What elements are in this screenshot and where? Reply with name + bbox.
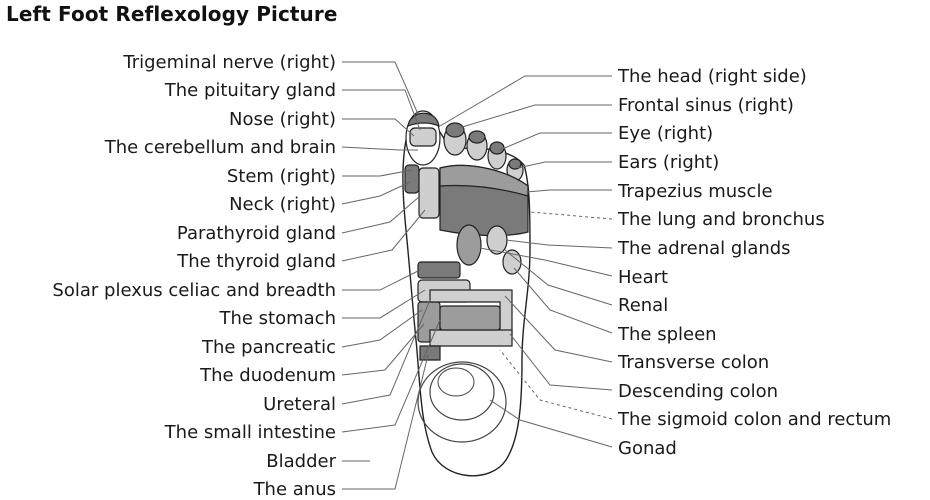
second-toe-tip	[445, 122, 465, 138]
leader-frontal-sinus	[458, 104, 612, 129]
bladder-zone	[419, 345, 441, 361]
label-descending-colon: Descending colon	[618, 381, 778, 402]
label-solar-plexus: Solar plexus celiac and breadth	[52, 280, 336, 301]
fifth-toe-tip	[508, 158, 522, 170]
label-nose: Nose (right)	[229, 109, 336, 130]
label-trapezius: Trapezius muscle	[617, 181, 773, 202]
neck-zone	[404, 164, 420, 194]
leader-parathyroid	[341, 195, 421, 234]
label-stomach: The stomach	[218, 308, 336, 329]
leader-head-right-side	[439, 75, 612, 127]
label-cerebellum-brain: The cerebellum and brain	[104, 137, 336, 158]
label-stem: Stem (right)	[227, 166, 336, 187]
leader-neck	[341, 181, 411, 205]
leader-sigmoid-colon	[499, 349, 613, 420]
small-intestine-zone	[439, 305, 501, 331]
big-toe-middle-zone	[409, 127, 437, 147]
label-heart: Heart	[618, 267, 668, 288]
fourth-toe-tip	[489, 141, 505, 155]
leader-anus	[342, 354, 429, 490]
heel-center	[437, 367, 475, 397]
label-gonad: Gonad	[618, 438, 677, 459]
left-leader-lines	[341, 61, 441, 490]
label-parathyroid: Parathyroid gland	[177, 223, 336, 244]
label-pituitary-gland: The pituitary gland	[164, 80, 336, 101]
leader-cerebellum-brain	[341, 146, 418, 151]
solar-plexus-zone	[417, 261, 461, 279]
leader-renal	[504, 249, 613, 306]
leader-solar-plexus	[342, 269, 421, 291]
leader-stomach	[342, 289, 426, 319]
right-leader-lines	[439, 75, 613, 448]
leader-heart	[479, 247, 613, 277]
leader-ears	[517, 161, 612, 169]
thyroid-zone	[418, 167, 440, 219]
label-eye: Eye (right)	[618, 123, 713, 144]
descending-colon-zone	[429, 329, 513, 347]
heel-outer-ring	[417, 361, 507, 443]
label-bladder: Bladder	[266, 451, 336, 472]
leader-nose	[342, 118, 415, 137]
leader-trapezius	[525, 189, 612, 193]
left-labels: Trigeminal nerve (right) The pituitary g…	[52, 52, 336, 500]
spleen-zone	[502, 249, 522, 275]
third-toe-tip	[468, 130, 486, 144]
heart-zone	[456, 224, 482, 266]
label-thyroid: The thyroid gland	[176, 251, 336, 272]
label-small-intestine: The small intestine	[164, 422, 336, 443]
leader-gonad	[489, 399, 613, 448]
heel-inner-ring	[429, 363, 495, 421]
label-duodenum: The duodenum	[199, 365, 336, 386]
leader-small-intestine	[341, 319, 441, 433]
label-neck: Neck (right)	[229, 194, 336, 215]
leader-duodenum	[341, 323, 425, 376]
leader-descending-colon	[509, 333, 613, 391]
leader-eye	[499, 132, 612, 151]
right-labels: The head (right side) Frontal sinus (rig…	[617, 66, 891, 459]
label-anus: The anus	[253, 479, 336, 500]
label-lung-bronchus: The lung and bronchus	[617, 209, 825, 230]
foot-illustration	[402, 110, 531, 477]
label-frontal-sinus: Frontal sinus (right)	[618, 95, 794, 116]
label-head-right-side: The head (right side)	[617, 66, 807, 87]
label-sigmoid-colon: The sigmoid colon and rectum	[617, 409, 891, 430]
leader-thyroid	[341, 209, 426, 262]
label-trigeminal-nerve: Trigeminal nerve (right)	[122, 52, 336, 73]
label-ureteral: Ureteral	[263, 394, 336, 415]
leader-pituitary-gland	[342, 89, 421, 131]
label-transverse-colon: Transverse colon	[617, 352, 769, 373]
label-adrenal: The adrenal glands	[617, 238, 791, 259]
leader-adrenal	[505, 239, 613, 249]
leader-trigeminal-nerve	[342, 61, 419, 115]
leader-transverse-colon	[504, 295, 613, 363]
leader-ureteral	[341, 299, 431, 405]
label-pancreatic: The pancreatic	[201, 337, 336, 358]
label-ears: Ears (right)	[618, 152, 719, 173]
diagram-title: Left Foot Reflexology Picture	[6, 2, 338, 26]
trapezius-zone	[439, 164, 529, 197]
label-renal: Renal	[618, 295, 668, 316]
leader-pancreatic	[341, 309, 423, 348]
label-spleen: The spleen	[617, 324, 717, 345]
leader-lung-bronchus	[529, 211, 613, 220]
leader-spleen	[513, 267, 613, 334]
leader-stem	[342, 169, 413, 177]
